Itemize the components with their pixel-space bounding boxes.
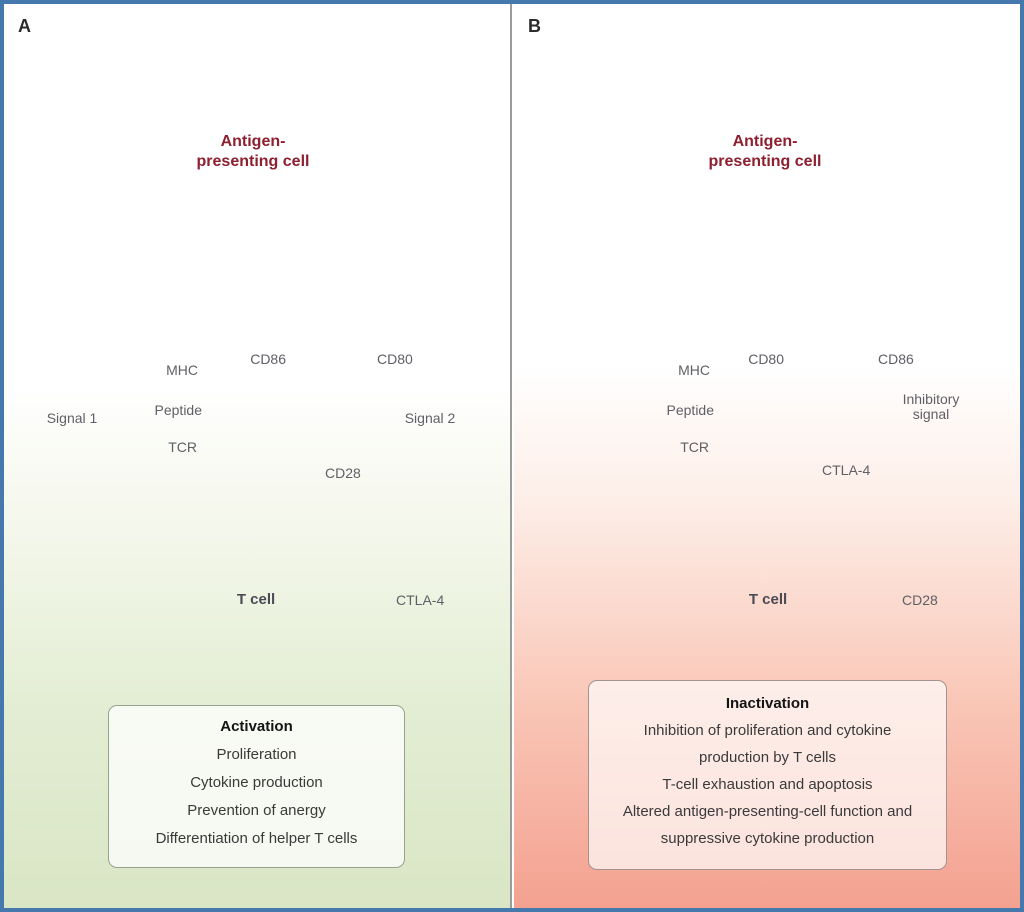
mhc-label-a: MHC <box>166 362 198 378</box>
cd86-label-a: CD86 <box>250 351 286 367</box>
box-item: Differentiation of helper T cells <box>155 830 358 847</box>
tcr-label-a: TCR <box>168 439 197 455</box>
box-item: Prevention of anergy <box>187 802 326 819</box>
apc-label-b: Antigen-presenting cell <box>708 133 822 170</box>
t-cell-label-b: T cell <box>748 591 788 608</box>
box-item: T-cell exhaustion and apoptosis <box>662 776 873 793</box>
box-title-a: Activation <box>220 718 293 735</box>
ctla4-label-b: CTLA-4 <box>822 462 871 478</box>
box-item: Cytokine production <box>190 774 323 791</box>
cd28-label-b: CD28 <box>902 592 938 608</box>
box-item: Inhibition of proliferation and cytokine… <box>643 722 892 766</box>
panel-a: A Antigen-presenting cell MHC Peptide TC… <box>4 4 512 908</box>
peptide-label-b: Peptide <box>666 402 714 418</box>
signal-1-label: Signal 1 <box>46 410 98 426</box>
peptide-label-a: Peptide <box>154 402 202 418</box>
activation-box: Activation Proliferation Cytokine produc… <box>108 705 405 868</box>
panel-b: B Antigen-presenting cell MHC Peptide TC… <box>514 4 1020 908</box>
box-item: Proliferation <box>216 746 297 763</box>
signal-2-label: Signal 2 <box>404 410 456 426</box>
tcr-label-b: TCR <box>680 439 709 455</box>
cd28-label-a: CD28 <box>325 465 361 481</box>
box-item: Altered antigen-presenting-cell function… <box>622 803 913 847</box>
apc-label-a: Antigen-presenting cell <box>196 133 310 170</box>
panel-divider <box>510 4 512 908</box>
panel-b-letter: B <box>528 16 541 36</box>
cd80-label-a: CD80 <box>377 351 413 367</box>
panel-a-letter: A <box>18 16 31 36</box>
box-title-b: Inactivation <box>725 695 810 712</box>
inhibitory-signal-label: Inhibitory signal <box>902 391 960 422</box>
mhc-label-b: MHC <box>678 362 710 378</box>
inactivation-box: Inactivation Inhibition of proliferation… <box>588 680 947 870</box>
ctla4-label-a: CTLA-4 <box>396 592 445 608</box>
cd86-label-b: CD86 <box>878 351 914 367</box>
cd80-label-b: CD80 <box>748 351 784 367</box>
t-cell-label-a: T cell <box>236 591 276 608</box>
